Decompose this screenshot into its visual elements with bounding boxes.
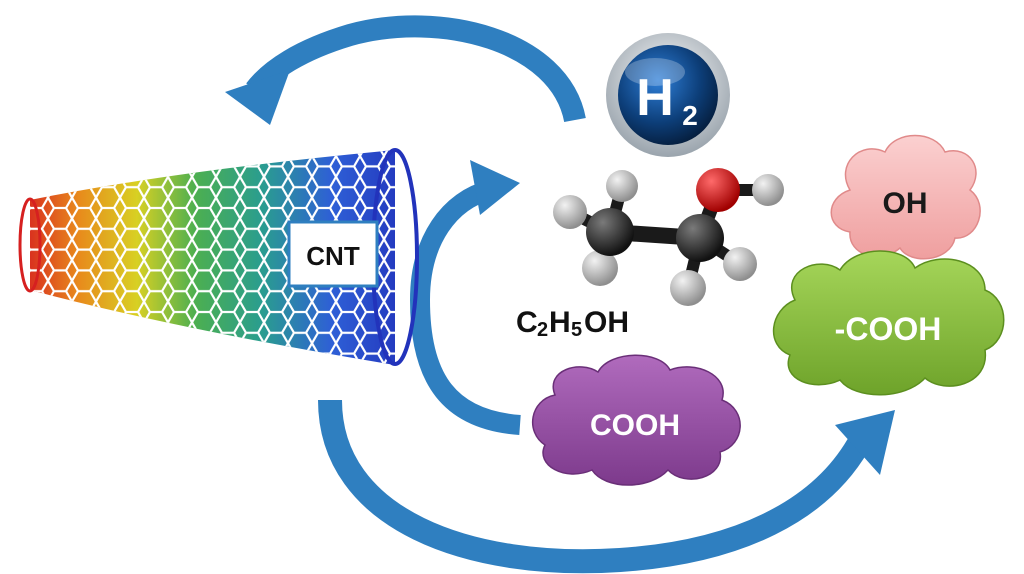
h2-label: H [636, 69, 674, 127]
formula-oh: OH [584, 306, 629, 339]
ethanol-formula: C 2 H 5 OH [516, 306, 629, 341]
formula-c: C [516, 306, 538, 339]
arrow-bottom [318, 399, 895, 574]
arrow-middle [409, 160, 521, 435]
hydrogen-atom [752, 174, 784, 206]
cloud-cooh-purple-label: COOH [590, 409, 680, 442]
h2-subscript: 2 [682, 100, 698, 131]
cnt-label: CNT [306, 241, 360, 271]
hydrogen-atom [553, 195, 587, 229]
hydrogen-atom [606, 170, 638, 202]
oxygen-atom [696, 168, 740, 212]
carbon-atom [676, 214, 724, 262]
formula-h: H [549, 306, 571, 339]
h2-badge: H 2 [606, 33, 730, 157]
cloud-oh-label: OH [883, 187, 928, 220]
cloud-cooh-purple: COOH [531, 354, 741, 486]
formula-c-sub: 2 [537, 319, 548, 341]
cloud-cooh-green: -COOH [773, 250, 1005, 396]
cloud-oh: OH [830, 134, 981, 260]
hydrogen-atom [582, 250, 618, 286]
hydrogen-atom [723, 247, 757, 281]
formula-h-sub: 5 [571, 319, 582, 341]
hydrogen-atom [670, 270, 706, 306]
cloud-cooh-green-label: -COOH [835, 311, 942, 347]
cnt-label-box: CNT [287, 220, 379, 288]
arrow-top [225, 15, 586, 125]
carbon-atom [586, 208, 634, 256]
ethanol-molecule [553, 168, 784, 306]
